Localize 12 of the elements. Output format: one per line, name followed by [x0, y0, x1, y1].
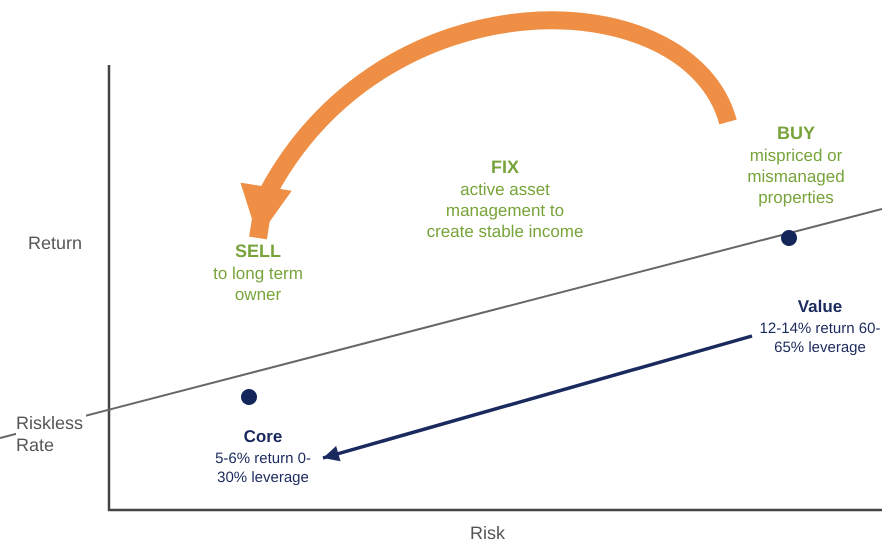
node-description: to long term owner: [212, 263, 304, 305]
arrow: [240, 12, 736, 240]
node-heading: Core: [244, 426, 282, 448]
node-description: 12-14% return 60-65% leverage: [758, 319, 882, 357]
node-description: 5-6% return 0-30% leverage: [214, 449, 312, 487]
node-description: mispriced or mismanaged properties: [746, 145, 846, 208]
node-heading: Value: [798, 296, 842, 318]
node-description: active asset management to create stable income: [426, 179, 584, 242]
arrow: [322, 334, 752, 462]
node-heading: SELL: [234, 240, 281, 262]
node-heading: BUY: [776, 122, 815, 144]
node-heading: FIX: [490, 156, 519, 178]
